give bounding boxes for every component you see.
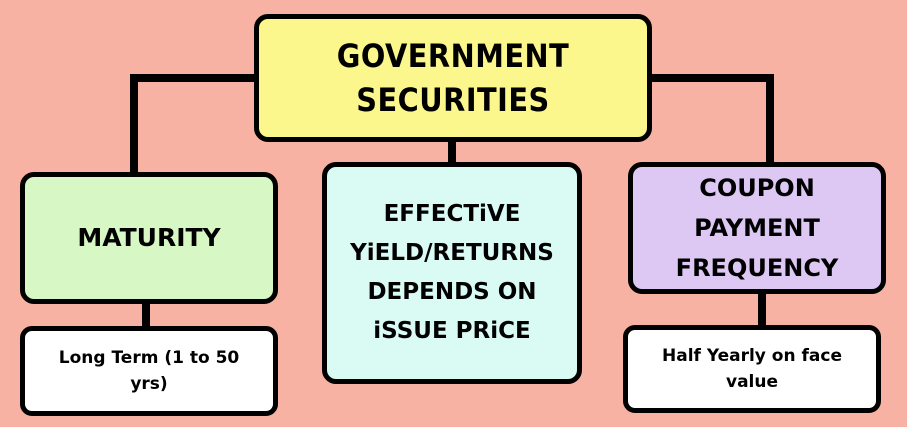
root-node-title: GOVERNMENT SECURITIES <box>336 37 570 119</box>
node-coupon-payment-frequency: COUPON PAYMENT FREQUENCY <box>628 162 886 294</box>
node-coupon-heading: COUPON PAYMENT FREQUENCY <box>675 174 839 282</box>
detail-coupon-text: Half Yearly on face value <box>662 346 842 392</box>
detail-maturity-text: Long Term (1 to 50 yrs) <box>58 348 240 394</box>
connector-root-to-maturity <box>130 74 256 176</box>
detail-maturity: Long Term (1 to 50 yrs) <box>20 326 278 416</box>
node-effective-yield-heading: EFFECTiVE YiELD/RETURNS DEPENDS ON iSSUE… <box>350 201 554 344</box>
detail-coupon: Half Yearly on face value <box>623 325 881 413</box>
root-node-government-securities: GOVERNMENT SECURITIES <box>254 14 652 142</box>
node-maturity-heading: MATURITY <box>77 223 221 252</box>
node-maturity: MATURITY <box>20 172 278 304</box>
connector-root-to-coupon <box>650 74 774 166</box>
node-effective-yield: EFFECTiVE YiELD/RETURNS DEPENDS ON iSSUE… <box>322 162 582 384</box>
